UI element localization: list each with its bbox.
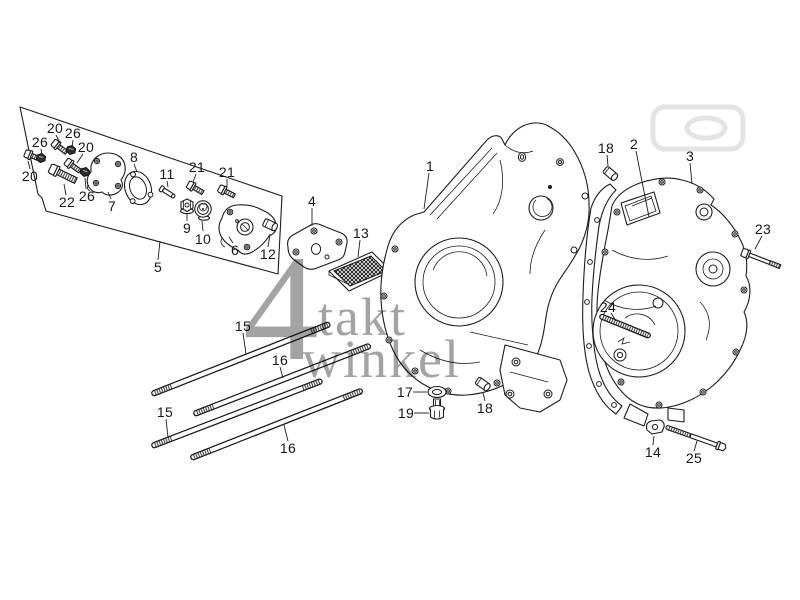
leader-16-33 [283, 424, 289, 442]
part-10-pump-rotor [194, 200, 212, 221]
callout-22-5: 22 [58, 194, 76, 210]
nut-26-a [65, 144, 77, 156]
oil-pump-assembly-outline [19, 106, 283, 275]
leader-26-2 [40, 148, 43, 156]
callout-7-7: 7 [107, 198, 117, 214]
leader-18-20 [606, 154, 609, 167]
callout-20-0: 20 [46, 120, 64, 136]
part-17-sealing-washer [427, 385, 447, 399]
nut-26-b [35, 152, 47, 164]
callout-26-2: 26 [31, 134, 49, 150]
callout-18-27: 18 [476, 400, 494, 416]
callout-21-10: 21 [188, 159, 206, 175]
callout-18-20: 18 [597, 140, 615, 156]
leader-10-13 [201, 220, 204, 232]
callout-5-16: 5 [153, 259, 163, 275]
callout-1-19: 1 [425, 158, 435, 174]
leader-22-5 [63, 183, 67, 196]
leader-15-30 [242, 332, 247, 355]
leader-13-18 [357, 239, 361, 258]
stud-24 [599, 313, 651, 339]
leader-11-9 [166, 180, 169, 188]
part-2-center-gasket [582, 183, 623, 415]
callout-23-23: 23 [754, 221, 772, 237]
callout-17-25: 17 [396, 384, 414, 400]
leader-3-22 [689, 162, 693, 185]
callout-25-29: 25 [685, 450, 703, 466]
leader-14-28 [652, 435, 655, 446]
callout-8-8: 8 [129, 149, 139, 165]
leader-8-8 [133, 163, 138, 173]
part-14-clamp [645, 419, 665, 435]
callout-16-33: 16 [279, 440, 297, 456]
bolt-20-a [49, 137, 70, 157]
callout-15-30: 15 [234, 318, 252, 334]
leader-15-32 [165, 418, 169, 438]
leader-16-31 [279, 366, 284, 379]
callout-26-1: 26 [64, 125, 82, 141]
callout-12-15: 12 [259, 246, 277, 262]
callout-2-21: 2 [629, 136, 639, 152]
leader-1-19 [423, 172, 430, 210]
ghost-logo [650, 104, 746, 152]
callout-6-14: 6 [230, 242, 240, 258]
leader-7-7 [107, 191, 112, 200]
stud-16-b [190, 388, 363, 461]
part-19-drain-bolt [428, 398, 446, 420]
callout-19-26: 19 [397, 405, 415, 421]
leader-23-23 [754, 235, 763, 250]
callout-3-22: 3 [685, 148, 695, 164]
leader-20-0 [55, 134, 61, 144]
bolt-21-a [185, 179, 206, 198]
leader-25-29 [693, 440, 698, 452]
part-3-crankcase-right [592, 177, 751, 427]
leader-2-21 [635, 150, 650, 218]
part-12-plug [262, 218, 278, 232]
callout-24-24: 24 [599, 299, 617, 315]
leader-6-14 [228, 236, 234, 244]
leader-26-1 [71, 139, 74, 148]
leader-12-15 [267, 233, 271, 248]
leader-26-6 [84, 177, 87, 190]
callout-16-31: 16 [271, 352, 289, 368]
leader-18-27 [482, 392, 486, 402]
leader-lines [27, 134, 763, 452]
stud-15-b [151, 378, 323, 449]
callout-15-32: 15 [156, 404, 174, 420]
part-6-pump-body [218, 204, 277, 255]
detail-mark [617, 337, 631, 345]
part-4-gasket [287, 223, 348, 270]
stud-15-a [151, 321, 331, 397]
callout-11-9: 11 [159, 166, 175, 182]
part-11-pin [158, 185, 176, 199]
part-1-crankcase-left [380, 122, 590, 413]
bolt-25 [665, 425, 727, 452]
callout-21-11: 21 [218, 164, 236, 180]
callout-4-17: 4 [307, 193, 317, 209]
part-8-pump-gasket [123, 170, 154, 206]
bolt-22 [47, 163, 78, 184]
dowel-18-top [601, 165, 620, 183]
callout-13-18: 13 [352, 225, 370, 241]
leader-20-3 [76, 153, 84, 164]
callout-26-6: 26 [78, 188, 96, 204]
stud-16-a [193, 343, 371, 417]
callout-20-4: 20 [21, 168, 39, 184]
leader-20-4 [27, 160, 31, 170]
leader-21-10 [192, 173, 197, 183]
callout-20-3: 20 [77, 139, 95, 155]
part-7-pump-cover [86, 152, 126, 196]
callout-10-13: 10 [194, 231, 212, 247]
part-9-nut [180, 198, 194, 215]
callout-9-12: 9 [182, 220, 192, 236]
leader-5-16 [157, 240, 161, 261]
leader-24-24 [610, 312, 617, 322]
bolt-23 [740, 248, 782, 270]
callout-14-28: 14 [644, 444, 662, 460]
